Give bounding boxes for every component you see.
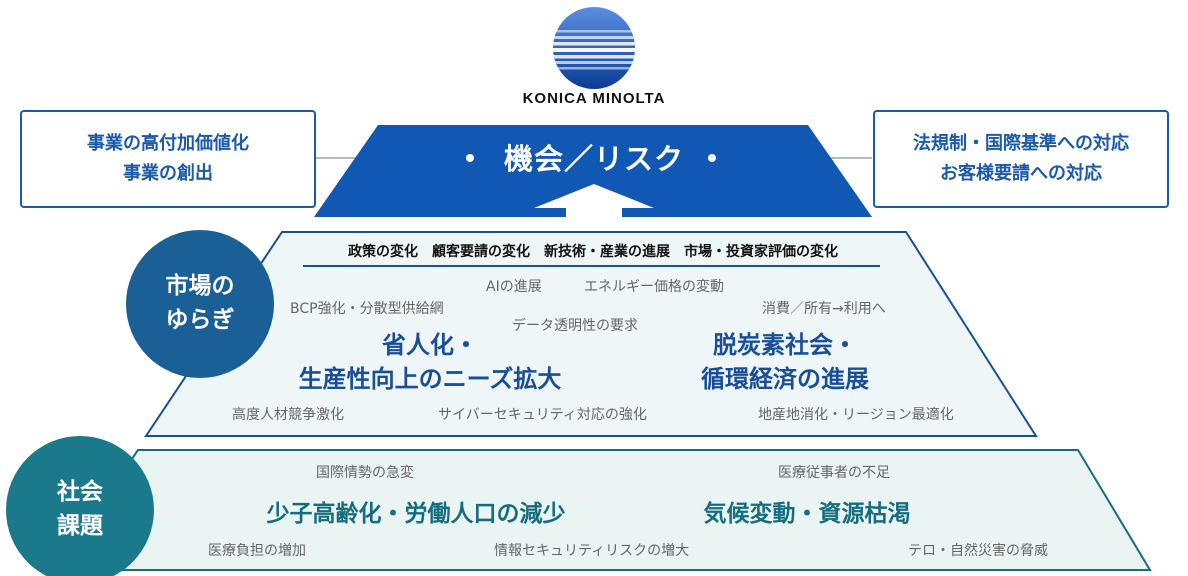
- business-value-line2: 事業の創出: [123, 163, 213, 184]
- decarbonization-heading: 脱炭素社会・ 循環経済の進展: [660, 328, 910, 396]
- energy-price-label: エネルギー価格の変動: [584, 279, 724, 295]
- market-circle-label: 市場の ゆらぎ: [136, 269, 264, 337]
- decarbonization-line2: 循環経済の進展: [701, 365, 869, 393]
- society-circle-line1: 社会: [57, 479, 103, 505]
- market-circle-line2: ゆらぎ: [165, 307, 235, 333]
- aging-population-heading: 少子高齢化・労働人口の減少: [266, 501, 566, 527]
- geopolitics-label: 国際情勢の急変: [316, 465, 414, 481]
- society-circle: [6, 436, 154, 576]
- consumption-label: 消費／所有→利用へ: [762, 301, 886, 317]
- terror-disaster-label: テロ・自然災害の脅威: [908, 543, 1048, 559]
- society-circle-label: 社会 課題: [16, 475, 144, 543]
- business-value-box: 事業の高付加価値化 事業の創出: [20, 110, 316, 208]
- society-circle-line2: 課題: [57, 513, 103, 539]
- up-arrow-icon: [534, 184, 654, 220]
- market-circle: [126, 230, 274, 378]
- bcp-label: BCP強化・分散型供給網: [290, 301, 444, 317]
- infosec-risk-label: 情報セキュリティリスクの増大: [494, 543, 690, 559]
- regulation-line2: お客様要請への対応: [940, 163, 1102, 184]
- regulation-box: 法規制・国際基準への対応 お客様要請への対応: [873, 110, 1169, 208]
- labor-saving-line2: 生産性向上のニーズ拡大: [298, 365, 562, 393]
- brand-logo-text: KONICA MINOLTA: [522, 90, 666, 107]
- medical-burden-label: 医療負担の増加: [208, 543, 306, 559]
- right-dot: [708, 154, 716, 162]
- regulation-line1: 法規制・国際基準への対応: [913, 133, 1129, 154]
- medical-shortage-label: 医療従事者の不足: [778, 465, 890, 481]
- labor-saving-line1: 省人化・: [382, 331, 478, 359]
- cybersecurity-label: サイバーセキュリティ対応の強化: [438, 407, 647, 423]
- left-dot: [466, 154, 474, 162]
- decarbonization-line1: 脱炭素社会・: [713, 331, 857, 359]
- local-production-label: 地産地消化・リージョン最適化: [758, 407, 954, 423]
- talent-competition-label: 高度人材競争激化: [232, 407, 344, 423]
- ai-progress-label: AIの進展: [486, 279, 542, 295]
- labor-saving-heading: 省人化・ 生産性向上のニーズ拡大: [260, 328, 600, 396]
- opportunity-risk-title: 機会／リスク: [503, 142, 684, 176]
- market-change-header: 政策の変化 顧客要請の変化 新技術・産業の進展 市場・投資家評価の変化: [348, 244, 838, 260]
- opportunity-risk-banner: [314, 125, 872, 217]
- business-value-line1: 事業の高付加価値化: [87, 133, 249, 154]
- market-circle-line1: 市場の: [165, 273, 235, 299]
- logo-globe-icon: [553, 7, 635, 89]
- climate-change-heading: 気候変動・資源枯渇: [703, 501, 911, 527]
- data-transparency-label: データ透明性の要求: [512, 318, 638, 334]
